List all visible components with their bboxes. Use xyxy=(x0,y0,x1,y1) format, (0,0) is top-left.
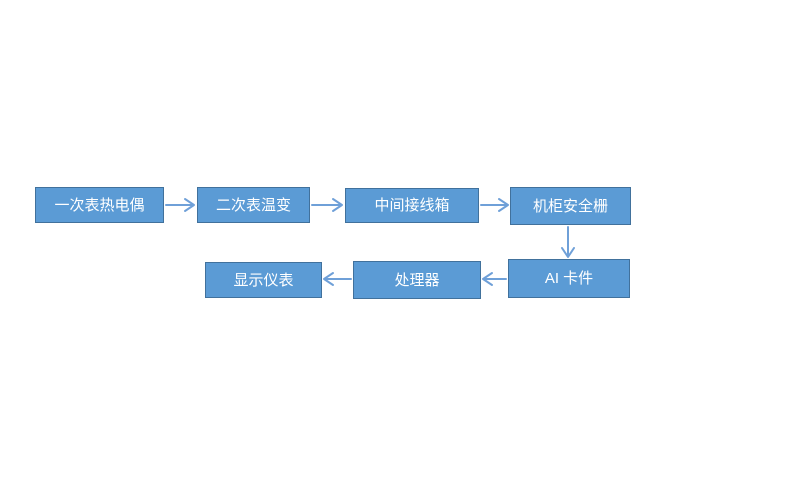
node-label: 中间接线箱 xyxy=(374,197,450,214)
flow-node-ai-card: AI 卡件 xyxy=(508,259,630,298)
flow-node-display-instrument: 显示仪表 xyxy=(205,262,322,298)
flow-node-cabinet-safety-barrier: 机柜安全栅 xyxy=(510,187,631,225)
node-label: 机柜安全栅 xyxy=(532,197,608,215)
node-label: 二次表温变 xyxy=(215,196,291,214)
node-label: 显示仪表 xyxy=(233,271,294,289)
connector-transmitter-to-junction-box xyxy=(311,198,343,212)
node-label: 一次表热电偶 xyxy=(54,196,145,214)
connector-ai-card-to-processor xyxy=(482,272,507,286)
connector-processor-to-display xyxy=(323,272,352,286)
flow-node-primary-thermocouple: 一次表热电偶 xyxy=(35,187,164,223)
node-label: 处理器 xyxy=(394,271,440,289)
connector-safety-barrier-to-ai-card xyxy=(561,226,575,258)
node-label: AI 卡件 xyxy=(544,270,594,287)
connector-junction-box-to-safety-barrier xyxy=(480,198,509,212)
connector-thermocouple-to-transmitter xyxy=(165,198,195,212)
flow-node-processor: 处理器 xyxy=(353,261,481,299)
flow-node-secondary-temperature-transmitter: 二次表温变 xyxy=(197,187,310,223)
flow-node-intermediate-junction-box: 中间接线箱 xyxy=(345,188,479,223)
